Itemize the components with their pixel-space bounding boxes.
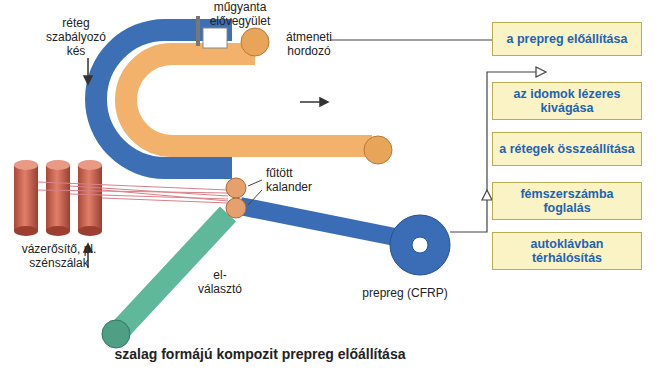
part-label: vázerősítő, pl. szénszálak [4,242,114,270]
resin-box [203,28,227,48]
part-label: prepreg (CFRP) [360,286,450,300]
process-box: a prepreg előállítása [492,22,642,56]
carrier-roll [364,136,392,164]
carbon-fibers [38,182,228,203]
prepreg-band [240,206,400,238]
leader-line [330,39,492,40]
part-label: átmeneti hordozó [274,30,344,58]
caption: szalag formájú kompozit prepreg előállít… [0,346,520,362]
part-label: fűtött kalander [266,166,326,194]
separator-belt [120,214,228,330]
step-text: autoklávban térhálósítás [499,237,635,265]
fiber-creel [14,160,102,236]
process-box: az idomok lézeres kivágása [492,82,642,120]
separator-roll [102,320,130,348]
carrier-roll [241,28,269,56]
prepreg-roll-core [412,237,428,253]
calender-roll [226,198,246,218]
motion-arrows [84,58,328,268]
calender-roll [226,178,246,198]
process-box: a rétegek összeállítása [492,132,642,166]
leader-line [248,190,262,205]
process-box: fémszerszámba foglalás [492,182,642,220]
doctor-blade [196,16,200,46]
leader-line [248,180,262,186]
part-label: műgyanta elővegyület [205,0,275,28]
part-label: réteg szabályozó kés [36,16,116,58]
part-label: el- választó [192,268,248,296]
step-text: a prepreg előállítása [507,32,628,46]
arrow-head [536,67,546,77]
prepreg-roll [390,215,450,275]
step-text: az idomok lézeres kivágása [499,87,635,115]
step-text: fémszerszámba foglalás [499,187,635,215]
process-box: autoklávban térhálósítás [492,232,642,270]
step-text: a rétegek összeállítása [499,142,635,156]
arrow-head [482,190,492,200]
carrier-belt [126,54,372,146]
